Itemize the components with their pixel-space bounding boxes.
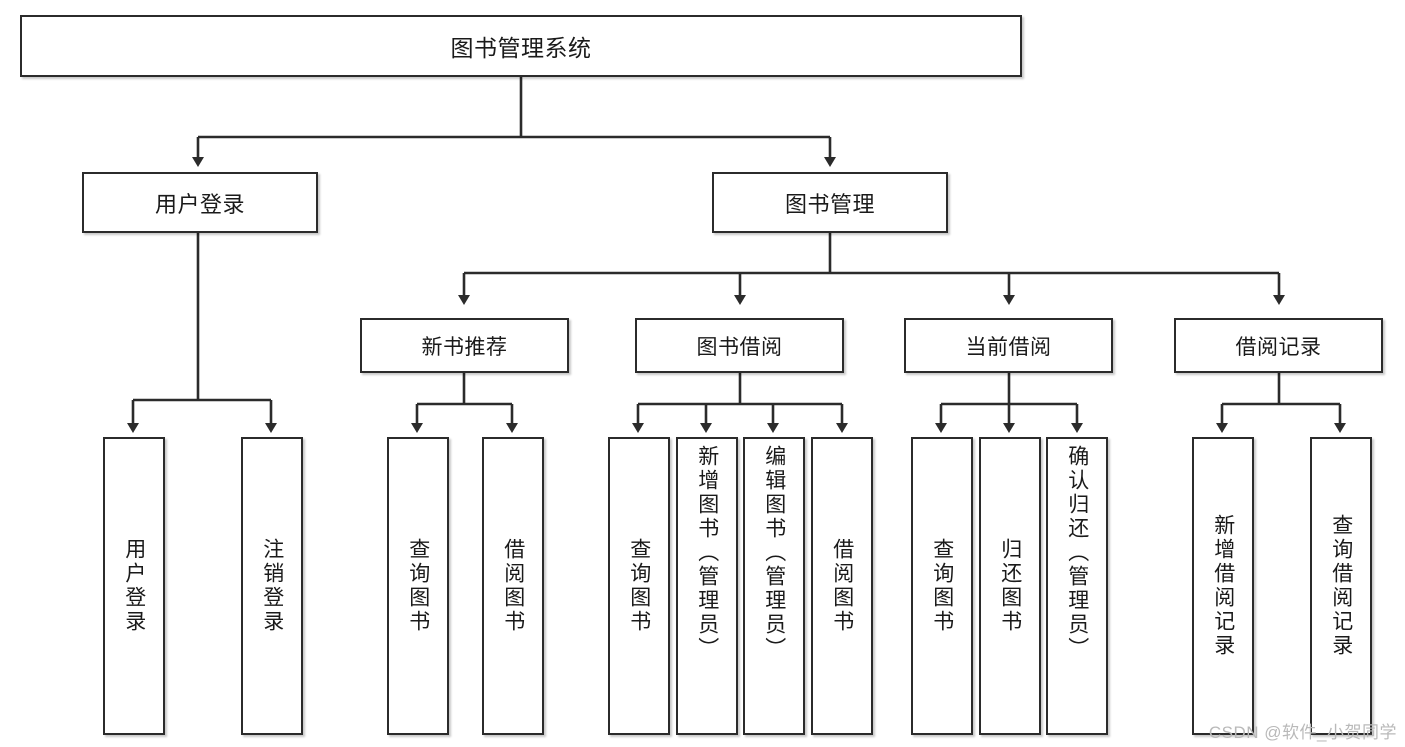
node-new-book-recommend[interactable]: 新书推荐 (360, 318, 569, 373)
leaf-current-borrow-query[interactable]: 查询图书 (911, 437, 973, 735)
node-label: 编辑图书（管理员） (762, 445, 786, 661)
node-label: 新书推荐 (421, 335, 508, 359)
leaf-borrow-record-query[interactable]: 查询借阅记录 (1310, 437, 1372, 735)
node-label: 借阅图书 (501, 538, 525, 634)
node-label: 图书借阅 (696, 335, 783, 359)
leaf-book-borrow-add[interactable]: 新增图书（管理员） (676, 437, 738, 735)
node-label: 注销登录 (260, 538, 284, 634)
leaf-new-book-query[interactable]: 查询图书 (387, 437, 449, 735)
leaf-book-borrow-query[interactable]: 查询图书 (608, 437, 670, 735)
leaf-user-login-login[interactable]: 用户登录 (103, 437, 165, 735)
node-label: 借阅图书 (830, 538, 854, 634)
leaf-new-book-borrow[interactable]: 借阅图书 (482, 437, 544, 735)
node-label: 查询借阅记录 (1329, 514, 1353, 658)
node-label: 归还图书 (998, 538, 1022, 634)
node-label: 查询图书 (930, 538, 954, 634)
node-label: 查询图书 (406, 538, 430, 634)
node-label: 用户登录 (122, 538, 146, 634)
node-label: 新增借阅记录 (1211, 514, 1235, 658)
leaf-current-borrow-confirm-return[interactable]: 确认归还（管理员） (1046, 437, 1108, 735)
leaf-current-borrow-return[interactable]: 归还图书 (979, 437, 1041, 735)
node-label: 图书管理 (784, 191, 875, 217)
watermark-text: CSDN @软件_小贺同学 (1208, 723, 1397, 742)
node-user-login[interactable]: 用户登录 (82, 172, 318, 233)
leaf-book-borrow-borrow[interactable]: 借阅图书 (811, 437, 873, 735)
node-book-borrow[interactable]: 图书借阅 (635, 318, 844, 373)
node-label: 确认归还（管理员） (1065, 445, 1089, 661)
node-label: 用户登录 (154, 191, 245, 217)
node-label: 查询图书 (627, 538, 651, 634)
node-borrow-record[interactable]: 借阅记录 (1174, 318, 1383, 373)
node-label: 借阅记录 (1235, 335, 1322, 359)
node-label: 图书管理系统 (450, 35, 592, 61)
leaf-book-borrow-edit[interactable]: 编辑图书（管理员） (743, 437, 805, 735)
node-root-system[interactable]: 图书管理系统 (20, 15, 1022, 77)
node-label: 当前借阅 (965, 335, 1052, 359)
leaf-borrow-record-add[interactable]: 新增借阅记录 (1192, 437, 1254, 735)
node-book-management[interactable]: 图书管理 (712, 172, 948, 233)
node-label: 新增图书（管理员） (695, 445, 719, 661)
node-current-borrow[interactable]: 当前借阅 (904, 318, 1113, 373)
leaf-user-login-logout[interactable]: 注销登录 (241, 437, 303, 735)
